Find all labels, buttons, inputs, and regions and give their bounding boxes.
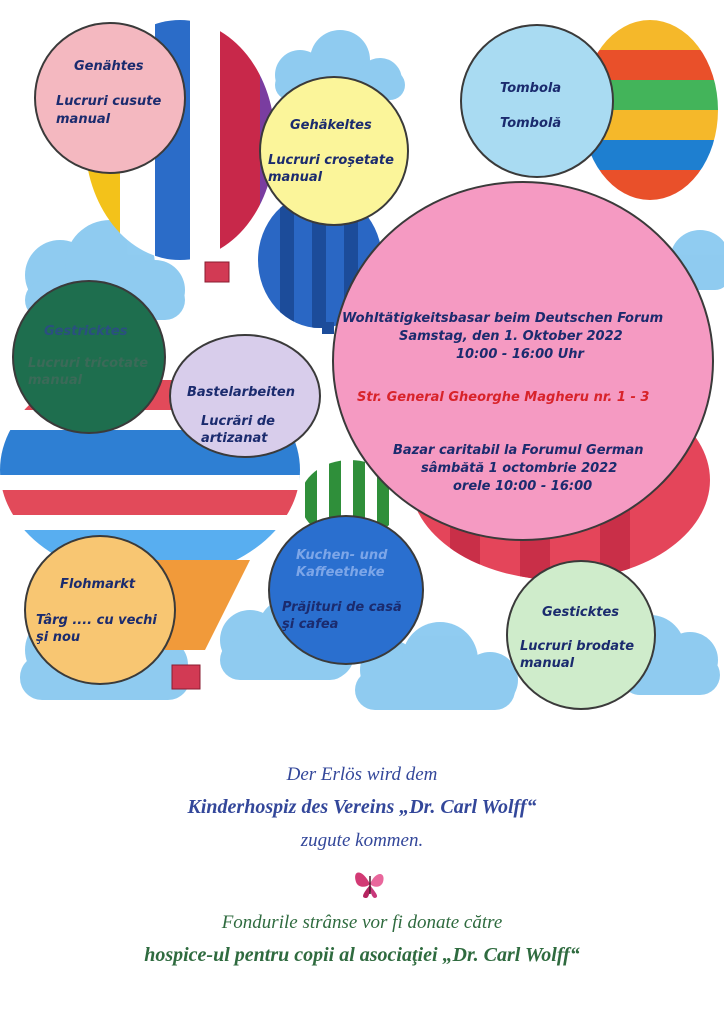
event-time-de: 10:00 - 16:00 Uhr (456, 347, 584, 362)
circle-gestricktes (12, 280, 166, 434)
footer-ro-line1: Fondurile strânse vor fi donate către (221, 912, 503, 933)
balloon-1-basket (204, 261, 230, 283)
footer-de-line2: Kinderhospiz des Vereins „Dr. Carl Wolff… (187, 796, 537, 818)
event-time-ro: orele 10:00 - 16:00 (453, 479, 593, 494)
footer-ro-line2: hospice-ul pentru copii al asociaţiei „D… (144, 944, 580, 966)
gehaekeltes-ro-line1: Lucruri croşetate (268, 153, 394, 168)
gehaekeltes-ro-line2: manual (268, 170, 323, 185)
balloon-4-basket (171, 664, 201, 690)
event-address: Str. General Gheorghe Magheru nr. 1 - 3 (357, 390, 650, 405)
flohmarkt-ro-line1: Târg .... cu vechi (36, 613, 157, 628)
kuchen-ro-line1: Prăjituri de casă (282, 600, 402, 615)
cloud-5 (355, 622, 518, 710)
tombola-label: Tombola (500, 81, 562, 96)
event-title-de: Wohltätigkeitsbasar beim Deutschen Forum (342, 311, 664, 326)
event-title-ro: Bazar caritabil la Forumul German (393, 443, 644, 458)
circle-gesticktes (506, 560, 656, 710)
gehaekeltes-label: Gehäkeltes (290, 118, 372, 133)
bastelarbeiten-ro-line1: Lucrări de (201, 414, 275, 429)
event-date-de: Samstag, den 1. Oktober 2022 (399, 329, 623, 344)
tombola-ro: Tombolă (500, 116, 562, 131)
circle-main-event (332, 181, 714, 541)
footer-de-line3: zugute kommen. (300, 830, 424, 851)
balloon-2-basket (322, 322, 334, 334)
circle-flohmarkt (24, 535, 176, 685)
butterfly-icon (355, 872, 384, 898)
kuchen-label-line2: Kaffeetheke (296, 565, 385, 580)
bastelarbeiten-label: Bastelarbeiten (187, 385, 295, 400)
circle-tombola (460, 24, 614, 178)
kuchen-label-line1: Kuchen- und (296, 548, 388, 563)
genaehtes-ro-line2: manual (56, 112, 111, 127)
footer-de-line1: Der Erlös wird dem (286, 764, 438, 785)
genaehtes-ro-line1: Lucruri cusute (56, 94, 162, 109)
genaehtes-label: Genähtes (74, 59, 144, 74)
event-date-ro: sâmbătă 1 octombrie 2022 (421, 461, 618, 476)
circle-gehaekeltes (259, 76, 409, 226)
circle-kuchen (268, 515, 424, 665)
bastelarbeiten-ro-line2: artizanat (201, 431, 268, 446)
circle-genaehtes (34, 22, 186, 174)
gesticktes-ro-line2: manual (520, 656, 575, 671)
gestricktes-label: Gestricktes (44, 324, 128, 339)
gestricktes-ro-line1: Lucruri tricotate (28, 356, 149, 371)
flohmarkt-ro-line2: şi nou (36, 630, 81, 645)
circle-bastelarbeiten (169, 334, 321, 458)
gesticktes-ro-line1: Lucruri brodate (520, 639, 635, 654)
flohmarkt-label: Flohmarkt (60, 577, 136, 592)
kuchen-ro-line2: şi cafea (282, 617, 339, 632)
gesticktes-label: Gesticktes (542, 605, 620, 620)
gestricktes-ro-line2: manual (28, 373, 83, 388)
